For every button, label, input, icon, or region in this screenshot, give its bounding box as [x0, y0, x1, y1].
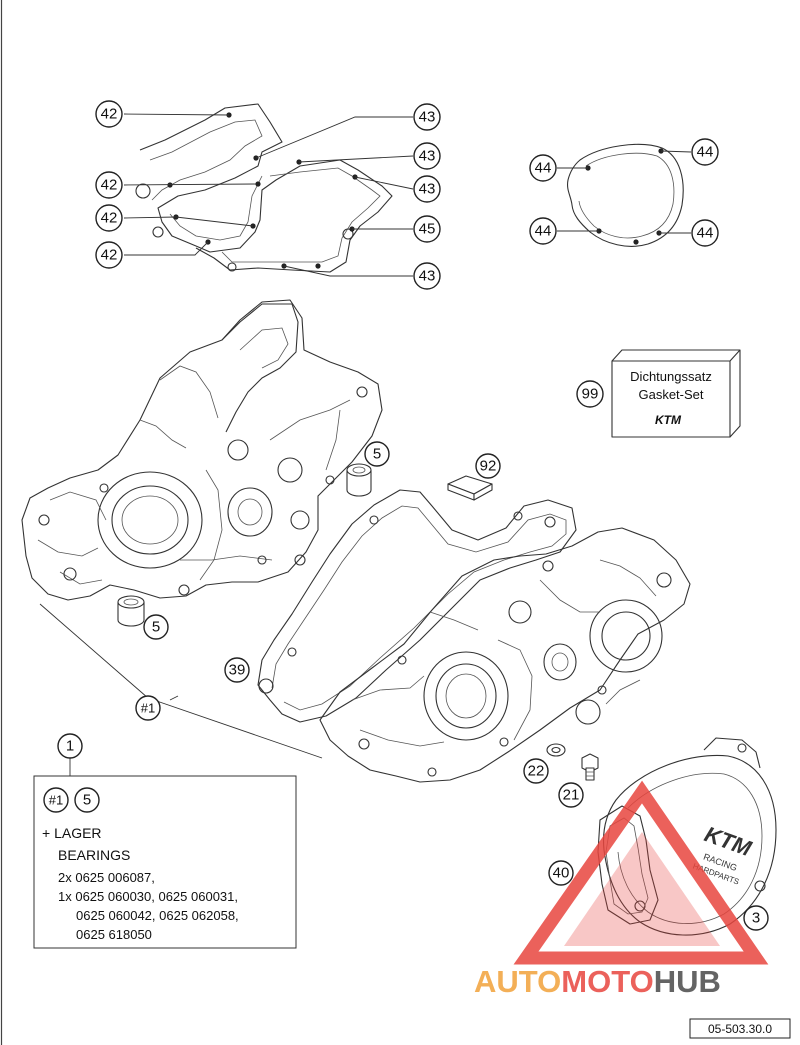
callout-44-c: 44 [529, 217, 557, 245]
note-line-1: + LAGER [42, 825, 102, 841]
svg-text:5: 5 [373, 446, 381, 463]
callout-43-c: 43 [413, 175, 441, 203]
svg-text:43: 43 [419, 148, 436, 165]
callout-92: 92 [475, 453, 501, 479]
svg-text:3: 3 [752, 910, 760, 927]
callout-5-upper: 5 [364, 441, 390, 467]
watermark-logo: AUTOMOTOHUB [474, 780, 769, 999]
note-box: #1 5 + LAGER BEARINGS 2x 0625 006087, 1x… [33, 775, 297, 949]
doc-number: 05-503.30.0 [708, 1022, 772, 1036]
svg-text:#1: #1 [141, 701, 155, 716]
callout-43-d: 43 [413, 262, 441, 290]
drain-plug-21 [581, 753, 599, 781]
callout-39: 39 [224, 657, 250, 683]
callout-22: 22 [523, 758, 549, 784]
svg-text:42: 42 [101, 177, 118, 194]
svg-text:43: 43 [419, 181, 436, 198]
svg-text:5: 5 [83, 792, 91, 809]
callout-99: 99 [576, 380, 604, 408]
svg-text:42: 42 [101, 247, 118, 264]
crankcase-right-half [319, 527, 691, 783]
svg-text:92: 92 [480, 458, 497, 475]
callout-21: 21 [558, 782, 584, 808]
cover-gasket-40 [597, 805, 659, 925]
note-ref-assembly: #1 [43, 787, 69, 813]
crankcase-gasket-39 [257, 489, 577, 723]
watermark-text: AUTOMOTOHUB [474, 964, 721, 999]
note-line-3: 2x 0625 006087, [58, 870, 155, 885]
callout-5-lower: 5 [143, 614, 169, 640]
washer-22 [546, 743, 566, 757]
svg-text:42: 42 [101, 210, 118, 227]
crankcase-left-outline [21, 299, 383, 601]
callout-42-d: 42 [95, 241, 123, 269]
gasket-box-label-2: Gasket-Set [638, 387, 703, 402]
gasket-set-box: Dichtungssatz Gasket-Set KTM [611, 349, 741, 438]
callout-1: 1 [57, 733, 83, 759]
note-line-4: 1x 0625 060030, 0625 060031, [58, 889, 238, 904]
svg-text:5: 5 [152, 619, 160, 636]
svg-text:44: 44 [697, 144, 714, 161]
callout-42-c: 42 [95, 204, 123, 232]
svg-text:43: 43 [419, 109, 436, 126]
gasket-group-right [557, 143, 692, 247]
svg-text:44: 44 [535, 223, 552, 240]
callout-45: 45 [413, 215, 441, 243]
callout-44-d: 44 [691, 219, 719, 247]
callout-43-b: 43 [413, 142, 441, 170]
callout-3: 3 [743, 905, 769, 931]
crankcase-right-outline [319, 527, 691, 783]
svg-text:22: 22 [528, 763, 545, 780]
note-line-5: 0625 060042, 0625 062058, [76, 908, 239, 923]
note-line-6: 0625 618050 [76, 927, 152, 942]
callout-42-b: 42 [95, 171, 123, 199]
main-bearing-bore-right [423, 651, 509, 741]
doc-number-box: 05-503.30.0 [689, 1018, 791, 1039]
svg-text:43: 43 [419, 268, 436, 285]
bearing-5-upper [346, 463, 372, 497]
callout-assembly-1: #1 [135, 695, 161, 721]
callout-44-a: 44 [529, 154, 557, 182]
svg-text:#1: #1 [49, 793, 63, 808]
svg-text:40: 40 [553, 865, 570, 882]
callout-40: 40 [548, 860, 574, 886]
callout-44-b: 44 [691, 138, 719, 166]
note-line-2: BEARINGS [58, 847, 130, 863]
svg-text:21: 21 [563, 787, 580, 804]
plug-92 [447, 475, 493, 501]
gasket-box-brand: KTM [655, 413, 682, 427]
main-bearing-bore-left [97, 471, 203, 569]
callout-42-a: 42 [95, 100, 123, 128]
svg-text:99: 99 [582, 386, 599, 403]
gasket-42-hole [135, 183, 151, 199]
gasket-42 [139, 103, 393, 273]
crankcase-left-half [21, 299, 383, 601]
svg-text:1: 1 [66, 738, 74, 755]
svg-text:42: 42 [101, 106, 118, 123]
svg-text:44: 44 [535, 160, 552, 177]
callout-43-a: 43 [413, 103, 441, 131]
note-ref-bearing: 5 [74, 787, 100, 813]
assembly-1-leaders [39, 603, 323, 759]
gasket-group-left [123, 103, 414, 277]
gasket-box-label-1: Dichtungssatz [630, 369, 712, 384]
gasket-44 [567, 143, 684, 247]
svg-text:45: 45 [419, 221, 436, 238]
svg-text:39: 39 [229, 662, 246, 679]
bearing-5-lower [117, 595, 145, 627]
svg-text:44: 44 [697, 225, 714, 242]
